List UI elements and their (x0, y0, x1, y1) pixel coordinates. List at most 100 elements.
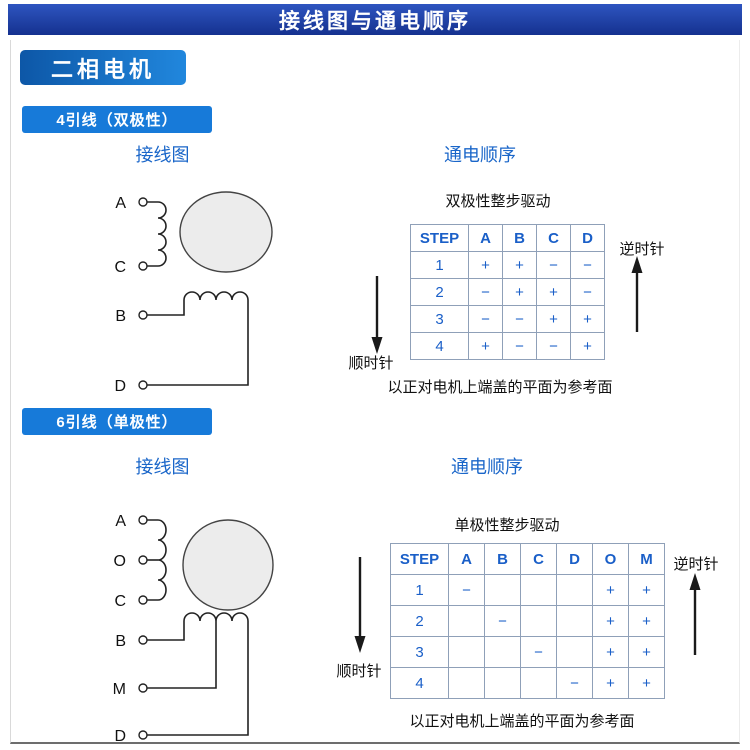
table-header-cell: B (484, 543, 521, 575)
sequence-title-1: 通电顺序 (444, 145, 516, 165)
sequence-title-2: 通电顺序 (451, 457, 523, 477)
terminal-a (138, 515, 148, 525)
terminal-label-b: B (115, 633, 126, 650)
table-cell (520, 574, 557, 606)
table-row: 1− ++ (390, 574, 665, 606)
terminal-label-d: D (114, 378, 126, 395)
table-cell: − (484, 605, 521, 637)
table-cell (448, 667, 485, 699)
table-cell (484, 574, 521, 606)
table-cell (556, 605, 593, 637)
table-cell: 2 (410, 278, 469, 306)
phase2-coil-wire (183, 612, 249, 622)
counterclockwise-arrow-icon (689, 573, 701, 655)
terminal-label-a: A (115, 195, 126, 212)
wiring-diagram-title-1: 接线图 (135, 145, 190, 165)
table-cell: + (592, 636, 629, 668)
motor-body (179, 191, 273, 273)
wiring-diagram-6wire: A O C B M D (113, 513, 274, 745)
table-cell (556, 636, 593, 668)
terminal-d (138, 380, 148, 390)
content-frame (10, 40, 740, 744)
table-header-cell: B (502, 224, 537, 252)
terminal-b (138, 310, 148, 320)
table-header-cell: D (570, 224, 605, 252)
table-cell: + (502, 278, 537, 306)
page-title-banner: 接线图与通电顺序 (8, 4, 742, 35)
table-header-cell: C (536, 224, 571, 252)
table-cell: − (468, 305, 503, 333)
table-cell: − (536, 332, 571, 360)
table-header-cell: O (592, 543, 629, 575)
page-title: 接线图与通电顺序 (279, 9, 471, 33)
clockwise-arrow-icon (354, 557, 366, 653)
table-cell: − (520, 636, 557, 668)
clockwise-label-1: 顺时针 (348, 355, 394, 372)
motor-body (182, 519, 274, 611)
table-cell: + (628, 605, 665, 637)
lead-d-wire (147, 300, 249, 386)
table-cell: 4 (410, 332, 469, 360)
table-cell (484, 636, 521, 668)
phase2-coil-wire (183, 291, 249, 301)
table-cell: + (570, 332, 605, 360)
table-header-cell: STEP (410, 224, 469, 252)
counterclockwise-label-2: 逆时针 (673, 556, 719, 573)
table-cell: + (628, 667, 665, 699)
reference-caption-2: 以正对电机上端盖的平面为参考面 (409, 713, 635, 730)
table-cell: + (536, 305, 571, 333)
reference-caption-1: 以正对电机上端盖的平面为参考面 (387, 379, 613, 396)
terminal-label-c: C (114, 259, 126, 276)
table-cell: + (536, 278, 571, 306)
terminal-m (138, 683, 148, 693)
drive-mode-label-2: 单极性整步驱动 (454, 517, 560, 534)
table-cell: − (536, 251, 571, 279)
table-cell: + (592, 574, 629, 606)
lead-b-wire (147, 300, 185, 316)
section-badge-4wire: 4引线（双极性） (22, 106, 212, 133)
terminal-label-c: C (114, 593, 126, 610)
table-cell: − (468, 278, 503, 306)
clockwise-label-2: 顺时针 (336, 663, 382, 680)
terminal-label-m: M (113, 681, 126, 698)
center-tap-m-wire (147, 621, 217, 689)
table-cell: 3 (390, 636, 449, 668)
section-badge-label: 6引线（单极性） (56, 414, 178, 431)
terminal-c (138, 261, 148, 271)
table-cell (520, 605, 557, 637)
table-cell: 1 (390, 574, 449, 606)
phase1-coil-wire (147, 201, 167, 267)
table-cell: 1 (410, 251, 469, 279)
terminal-b (138, 635, 148, 645)
table-cell: 2 (390, 605, 449, 637)
table-row: 4+−−+ (410, 332, 605, 360)
table-cell: − (448, 574, 485, 606)
counterclockwise-arrow-icon (631, 256, 643, 332)
terminal-d (138, 730, 148, 740)
terminal-label-a: A (115, 513, 126, 530)
table-cell: + (628, 574, 665, 606)
section-badge-6wire: 6引线（单极性） (22, 408, 212, 435)
terminal-a (138, 197, 148, 207)
table-header-cell: C (520, 543, 557, 575)
table-cell: 3 (410, 305, 469, 333)
counterclockwise-label-1: 逆时针 (619, 241, 665, 258)
clockwise-arrow-icon (371, 276, 383, 354)
table-cell: + (502, 251, 537, 279)
table-row: 1++−− (410, 251, 605, 279)
table-cell: + (468, 251, 503, 279)
motor-type-badge: 二相电机 (20, 50, 186, 85)
table-cell (520, 667, 557, 699)
terminal-label-o: O (114, 553, 126, 570)
motor-type-label: 二相电机 (50, 56, 155, 82)
table-row: 2−++− (410, 278, 605, 306)
table-header-cell: STEP (390, 543, 449, 575)
table-cell: + (570, 305, 605, 333)
table-row: 2−++ (390, 605, 665, 637)
drive-mode-label-1: 双极性整步驱动 (445, 193, 551, 210)
table-header-cell: D (556, 543, 593, 575)
